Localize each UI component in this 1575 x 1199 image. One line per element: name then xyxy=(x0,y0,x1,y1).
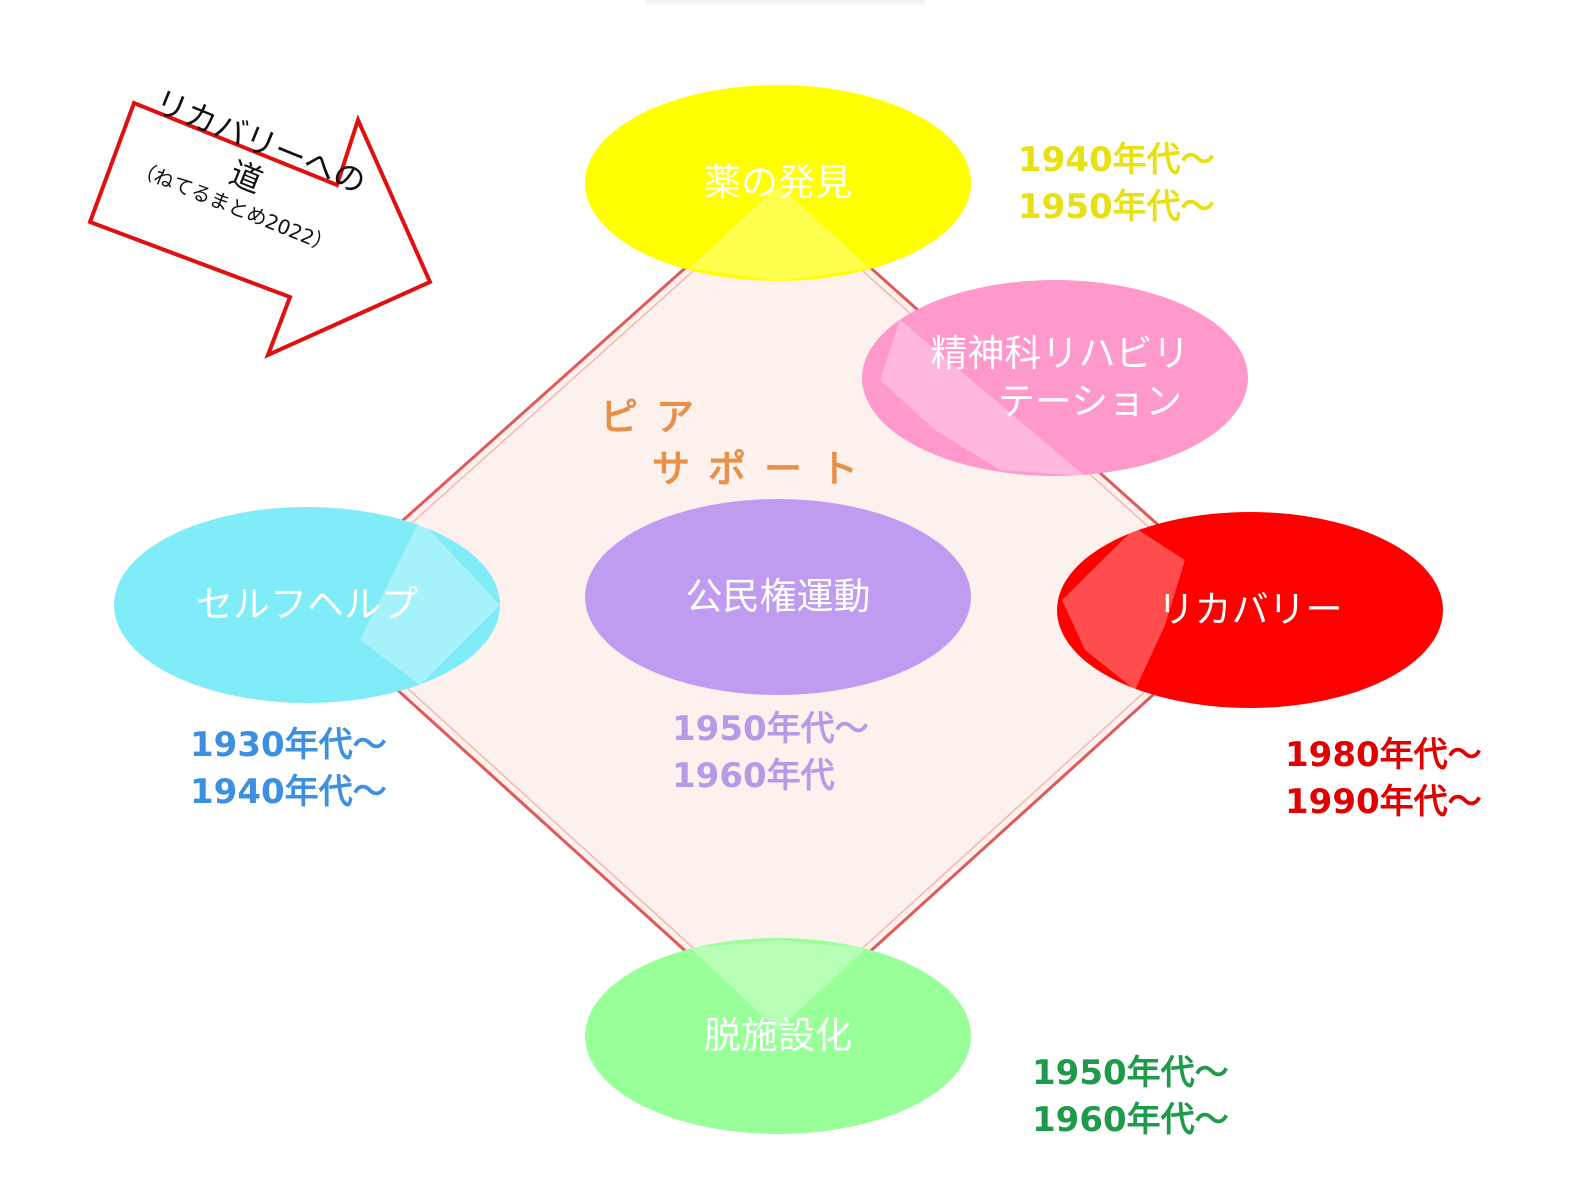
civil-rights-era-line2: 1960年代 xyxy=(672,756,835,796)
self-help-era-line1: 1930年代～ xyxy=(190,725,387,765)
medicine-overlap xyxy=(690,185,870,281)
self-help-label: セルフヘルプ xyxy=(196,582,418,626)
medicine-era: 1940年代～ 1950年代～ xyxy=(1018,137,1215,231)
self-help-ellipse xyxy=(114,507,500,703)
deinstitutionalization-ellipse xyxy=(585,938,971,1134)
recovery-road-arrow xyxy=(87,100,433,359)
civil-rights-era-line1: 1950年代～ xyxy=(672,709,869,749)
self-help-era: 1930年代～ 1940年代～ xyxy=(190,722,387,816)
civil-rights-era: 1950年代～ 1960年代 xyxy=(672,706,869,800)
recovery-era-line2: 1990年代～ xyxy=(1285,782,1482,822)
peer-support-line1: ピア xyxy=(600,395,713,439)
recovery-label: リカバリー xyxy=(1157,587,1343,631)
deinstitutionalization-era-line2: 1960年代～ xyxy=(1032,1100,1229,1140)
peer-support-line2: サポート xyxy=(652,447,877,491)
civil-rights-label: 公民権運動 xyxy=(685,574,871,618)
psych-rehab-overlap xyxy=(880,320,1085,476)
medicine-era-line2: 1950年代～ xyxy=(1018,187,1215,227)
psych-rehab-label-line1: 精神科リハビリ xyxy=(930,331,1190,375)
psych-rehab-ellipse xyxy=(862,280,1248,476)
recovery-era: 1980年代～ 1990年代～ xyxy=(1285,732,1482,826)
deinstitutionalization-era: 1950年代～ 1960年代～ xyxy=(1032,1050,1229,1144)
medicine-era-line1: 1940年代～ xyxy=(1018,140,1215,180)
deinstitutionalization-label: 脱施設化 xyxy=(704,1013,852,1057)
self-help-era-line2: 1940年代～ xyxy=(190,772,387,812)
medicine-ellipse xyxy=(585,85,971,281)
psych-rehab-label-line2: テーション xyxy=(997,380,1183,423)
self-help-overlap xyxy=(360,520,500,685)
deinstitutionalization-overlap xyxy=(690,940,866,1030)
medicine-label: 薬の発見 xyxy=(704,160,852,204)
recovery-overlap xyxy=(1062,528,1185,690)
recovery-ellipse xyxy=(1057,512,1443,708)
recovery-era-line1: 1980年代～ xyxy=(1285,735,1482,775)
deinstitutionalization-era-line1: 1950年代～ xyxy=(1032,1053,1229,1093)
psych-rehab-label: 精神科リハビリ テーション xyxy=(931,330,1190,426)
top-edge-shadow xyxy=(645,0,925,6)
civil-rights-ellipse xyxy=(585,499,971,695)
